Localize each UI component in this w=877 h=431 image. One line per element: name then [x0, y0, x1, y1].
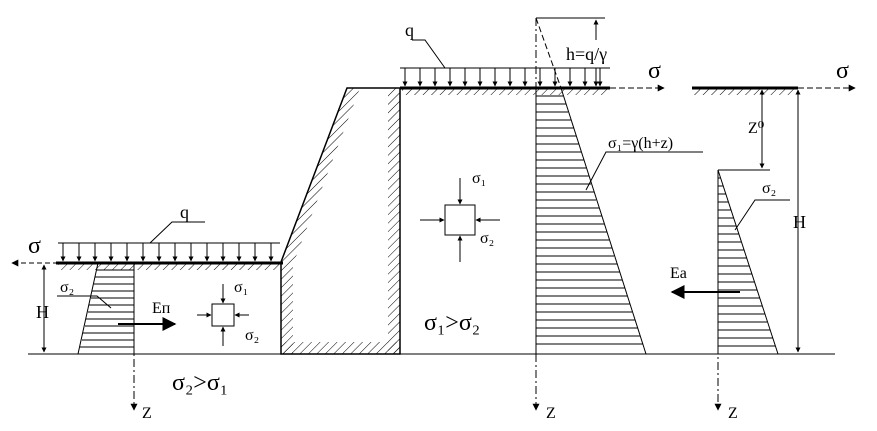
left-ground: [11, 221, 283, 270]
active-pressure-diagram-right: [717, 169, 790, 355]
label-h-formula: h=q/γ: [566, 44, 607, 64]
stress-element-left: [197, 284, 249, 346]
label-z-left: Z: [142, 405, 152, 422]
label-q-left: q: [180, 202, 189, 222]
right-ground: [692, 84, 856, 353]
label-H-left: H: [36, 302, 49, 322]
label-sigma2-right: σ₂: [762, 180, 776, 197]
top-ground: [400, 17, 665, 95]
stress-element-mid: [420, 178, 500, 262]
passive-pressure-diagram: [57, 262, 135, 355]
label-sigma-top-right: σ: [836, 58, 849, 84]
label-z-mid: Z: [546, 405, 556, 422]
label-ep: Eп: [152, 300, 171, 317]
left-load-arrows: [60, 243, 274, 262]
label-s2-small-mid: σ₂: [480, 230, 494, 247]
label-sigma-top-mid: σ: [648, 58, 661, 84]
label-s2-small-left: σ₂: [245, 327, 259, 344]
label-sigma2-left: σ₂: [60, 279, 74, 296]
label-H-right: H: [793, 212, 806, 232]
label-sigma-left: σ: [28, 233, 41, 259]
label-ea: Eа: [670, 265, 687, 282]
label-s1-small-left: σ₁: [234, 279, 248, 296]
label-q-top: q: [405, 20, 414, 40]
active-pressure-diagram-mid: [535, 17, 703, 355]
label-sigma1-formula: σ₁=γ(h+z): [608, 135, 673, 152]
retaining-wall: [280, 87, 401, 355]
label-z0: Z⁰: [748, 120, 764, 137]
label-cond-left: σ₂>σ₁: [172, 370, 228, 396]
label-s1-small-mid: σ₁: [472, 170, 486, 187]
label-cond-mid: σ₁>σ₂: [424, 310, 480, 336]
label-z-right: Z: [728, 405, 738, 422]
